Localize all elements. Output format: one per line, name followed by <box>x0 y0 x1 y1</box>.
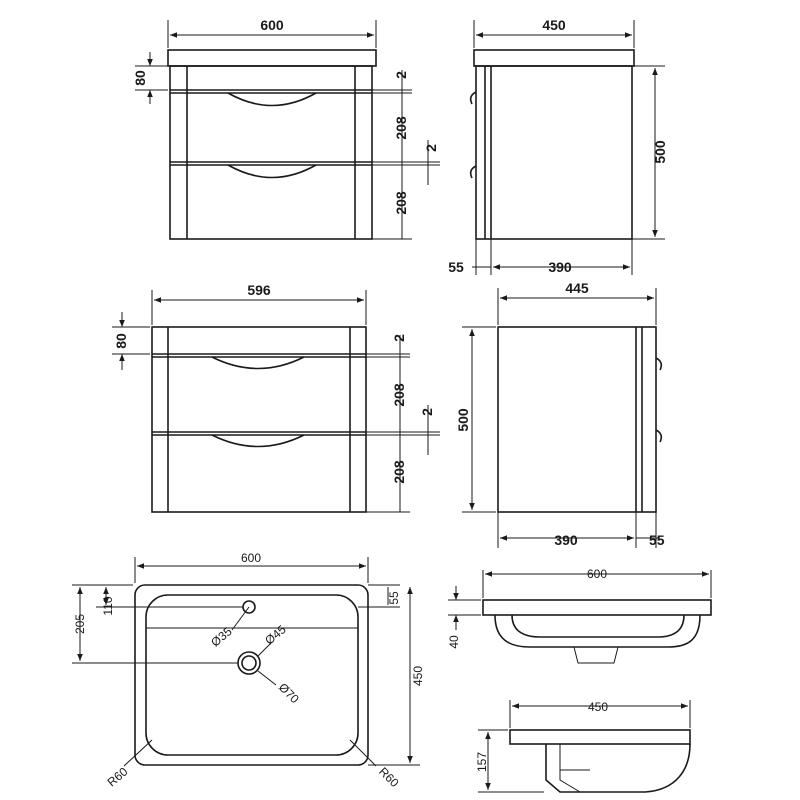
dim-top-label-2: 80 <box>113 333 129 349</box>
dim-width-label: 600 <box>260 17 284 33</box>
dim-drawer-lower-label: 208 <box>393 191 409 215</box>
cabinet-side-2 <box>497 326 657 513</box>
cabinet-body-2 <box>151 326 367 513</box>
dim-handle-depth-label: 55 <box>448 259 464 275</box>
dim-depth-label-2: 445 <box>565 280 589 296</box>
dim-side-depth-label: 450 <box>588 700 608 714</box>
dim-gap-lower-label: 2 <box>423 144 439 152</box>
basin-side-bowl <box>545 743 691 793</box>
basin-front-view: 600 40 <box>447 567 712 664</box>
dim-basin-width-label: 600 <box>241 551 261 565</box>
dim-body-depth-label: 390 <box>548 259 572 275</box>
drawer-handle-upper <box>227 92 317 107</box>
basin-underside <box>494 614 701 648</box>
dim-body-depth-label-2: 390 <box>554 532 578 548</box>
front-elevation-view: 600 80 2 208 2 208 <box>132 17 440 240</box>
basin-side-rim <box>509 729 691 745</box>
waste-hole-label: Ø45 <box>262 622 289 648</box>
cabinet-body <box>169 65 373 240</box>
side-elevation-view-2: 445 500 390 55 <box>455 280 665 548</box>
dim-width-label-2: 596 <box>247 282 271 298</box>
drawer-handle-upper-2 <box>211 356 305 370</box>
cabinet-side <box>475 65 633 240</box>
basin-side-view: 450 157 <box>475 700 691 793</box>
dim-tap-offset-label: 110 <box>101 596 115 615</box>
basin-rim <box>482 599 712 616</box>
handle-profile-lower-2 <box>655 429 663 443</box>
radius-right-label: R60 <box>376 764 402 790</box>
dim-front-width-label: 600 <box>587 567 607 581</box>
dim-gap-upper-label: 2 <box>393 71 409 79</box>
dim-drawer-upper-label-2: 208 <box>391 383 407 407</box>
handle-profile-upper <box>469 91 477 105</box>
side-elevation-view: 450 500 55 390 <box>448 17 668 275</box>
dim-side-height-label: 157 <box>475 752 489 772</box>
radius-left-label: R60 <box>104 764 130 789</box>
dim-rim-label: 40 <box>447 635 461 649</box>
drawer-handle-lower <box>227 164 317 179</box>
waste-hole <box>241 655 257 671</box>
dim-handle-depth-label-2: 55 <box>649 532 665 548</box>
handle-profile-upper-2 <box>655 357 663 371</box>
worktop <box>167 49 377 67</box>
dim-drawer-lower-label-2: 208 <box>391 460 407 484</box>
basin-plan-view: 600 110 205 55 450 Ø35 Ø45 Ø70 R60 R60 <box>72 551 425 790</box>
basin-outer-outline <box>134 584 369 766</box>
dim-height-label-2: 500 <box>455 408 471 432</box>
dim-top-label: 80 <box>132 70 148 86</box>
front-elevation-view-2: 596 80 2 208 2 208 <box>112 282 440 513</box>
drawer-handle-lower-2 <box>211 434 305 448</box>
dim-depth-label: 450 <box>542 17 566 33</box>
handle-profile-lower <box>469 165 477 179</box>
worktop-side <box>473 49 635 67</box>
dim-drawer-upper-label: 208 <box>393 116 409 140</box>
waste-outer-label: Ø70 <box>276 680 302 706</box>
dim-waste-offset-label: 205 <box>73 614 87 634</box>
basin-bowl-outline <box>145 594 359 756</box>
dim-basin-depth-label: 450 <box>411 666 425 686</box>
dim-height-label: 500 <box>652 140 668 164</box>
dim-gap-lower-label-2: 2 <box>419 408 435 416</box>
basin-waste-outlet <box>573 646 619 664</box>
dim-right-offset-label: 55 <box>387 591 401 605</box>
dim-gap-upper-label-2: 2 <box>391 334 407 342</box>
